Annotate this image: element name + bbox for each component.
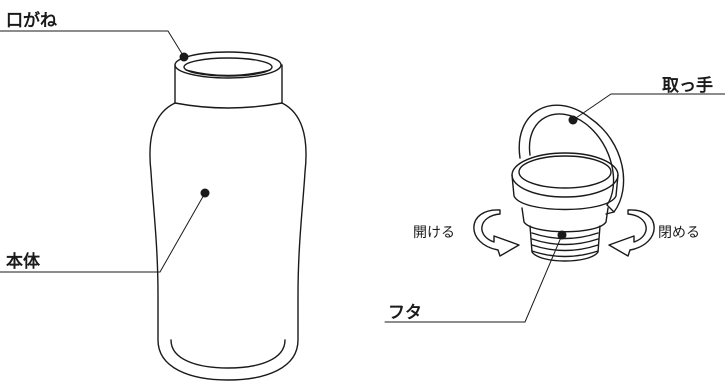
lid-handle-loop <box>518 104 625 213</box>
dot-handle <box>568 115 578 125</box>
leader-handle <box>572 93 725 121</box>
bottle-neck <box>174 64 283 104</box>
neck-base-line <box>174 102 283 109</box>
label-open: 開ける <box>413 225 455 241</box>
label-mouth-rim: 口がね <box>6 11 57 31</box>
lid-top-inner <box>518 155 612 189</box>
bottle-bottom-rim <box>170 339 286 369</box>
label-lid: フタ <box>388 303 422 323</box>
dot-mouth-rim <box>179 52 189 62</box>
bottle-illustration <box>149 51 307 381</box>
lid-collar <box>521 207 609 233</box>
lid-handle-hinge <box>605 204 615 215</box>
dot-lid <box>557 230 567 240</box>
label-handle: 取っ手 <box>662 76 713 96</box>
bottle-inner-wall <box>185 69 271 77</box>
close-arrow-icon <box>608 209 655 257</box>
lid-threads <box>531 232 599 258</box>
lid-illustration <box>511 104 625 262</box>
leader-mouth-rim <box>0 30 185 58</box>
bottle-body <box>149 102 307 381</box>
dot-body <box>200 188 210 198</box>
label-body: 本体 <box>6 252 40 272</box>
open-arrow-icon <box>473 209 520 257</box>
leader-dots <box>179 52 578 240</box>
lid-top <box>511 152 619 198</box>
label-close: 閉める <box>658 225 700 241</box>
leader-body <box>0 192 206 273</box>
lid-handle-loop-inner <box>528 113 615 206</box>
leader-lid <box>384 234 563 323</box>
bottle-mouth-inner <box>183 57 273 77</box>
lid-top-side <box>511 174 619 211</box>
leader-lines <box>0 30 725 323</box>
lid-thread-base <box>529 225 601 262</box>
bottle-mouth-rim <box>174 51 282 79</box>
